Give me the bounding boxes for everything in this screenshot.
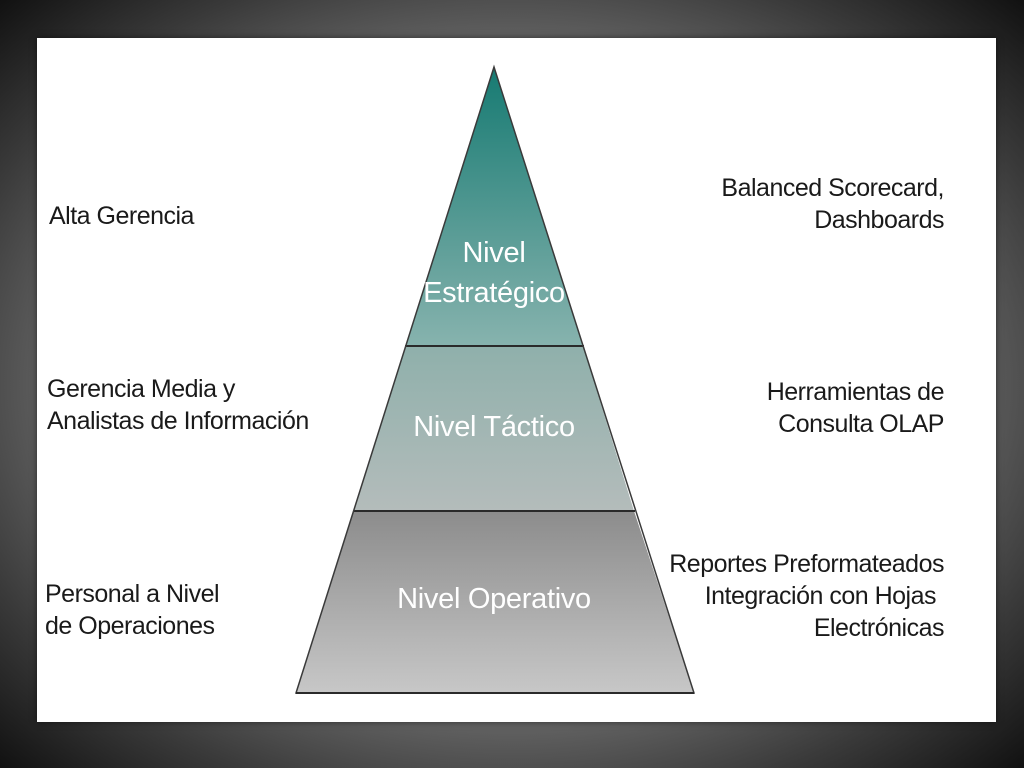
label-line: Consulta OLAP	[778, 410, 944, 438]
pyramid-tier-strategic	[406, 67, 583, 346]
label-line: Alta Gerencia	[49, 202, 194, 230]
pyramid-tier-tactical	[354, 346, 634, 511]
label-line: de Operaciones	[45, 612, 215, 640]
label-line: Electrónicas	[813, 614, 945, 642]
left-label-middle: Gerencia Media y Analistas de Informació…	[47, 373, 309, 437]
tier-label-strategic: Nivel Estratégico	[394, 233, 594, 313]
label-line: Gerencia Media y	[47, 375, 235, 403]
label-line: Dashboards	[814, 206, 944, 234]
left-label-top: Alta Gerencia	[49, 200, 194, 232]
tier-label-line: Estratégico	[423, 277, 565, 309]
tier-label-line: Nivel Táctico	[413, 411, 575, 443]
label-line: Analistas de Información	[47, 407, 309, 435]
tier-label-line: Nivel Operativo	[397, 583, 591, 615]
tier-label-tactical: Nivel Táctico	[374, 407, 614, 447]
right-label-top: Balanced Scorecard, Dashboards	[721, 172, 944, 236]
left-label-bottom: Personal a Nivel de Operaciones	[45, 578, 220, 642]
label-line: Balanced Scorecard,	[721, 174, 944, 202]
label-line: Personal a Nivel	[45, 580, 220, 608]
tier-label-operational: Nivel Operativo	[354, 579, 634, 619]
label-line: Integración con Hojas	[704, 582, 937, 610]
label-line: Herramientas de	[766, 378, 945, 406]
right-label-bottom: Reportes Preformateados Integración con …	[669, 548, 944, 644]
pyramid-tier-operational	[296, 511, 694, 693]
tier-label-line: Nivel	[462, 237, 526, 269]
slide: Nivel Estratégico Nivel Táctico Nivel Op…	[37, 38, 996, 722]
right-label-middle: Herramientas de Consulta OLAP	[766, 376, 945, 440]
label-line: Reportes Preformateados	[669, 550, 944, 578]
pyramid-diagram	[294, 64, 696, 694]
